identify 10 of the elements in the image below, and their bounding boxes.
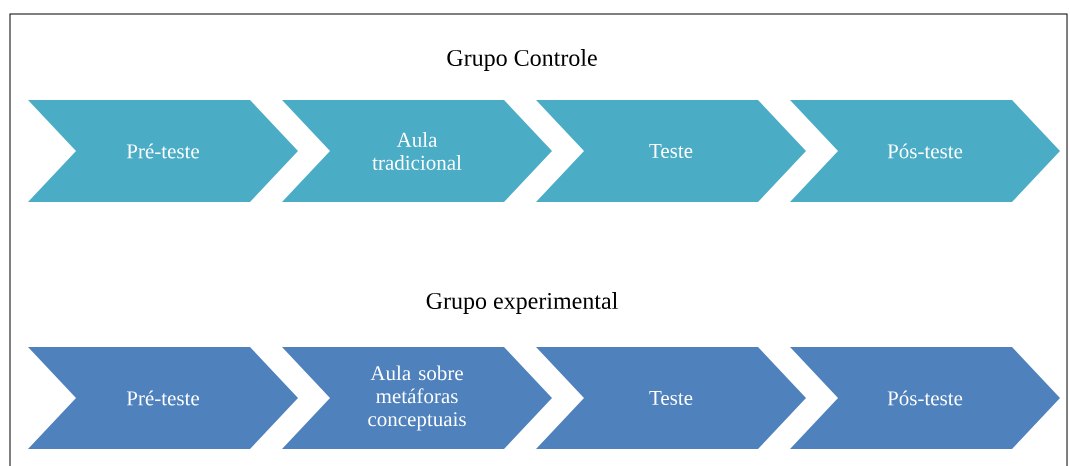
process-step: Pós-teste — [790, 100, 1060, 202]
process-step: Pós-teste — [790, 347, 1060, 449]
group-heading: Grupo Controle — [447, 49, 597, 71]
process-step: Pré-teste — [28, 100, 298, 202]
process-step: Pré-teste — [28, 347, 298, 449]
process-step: Teste — [536, 100, 806, 202]
process-step: Aula sobre metáforas conceptuais — [282, 347, 552, 449]
group-heading: Grupo experimental — [426, 292, 618, 314]
process-step: Aula tradicional — [282, 100, 552, 202]
process-step: Teste — [536, 347, 806, 449]
